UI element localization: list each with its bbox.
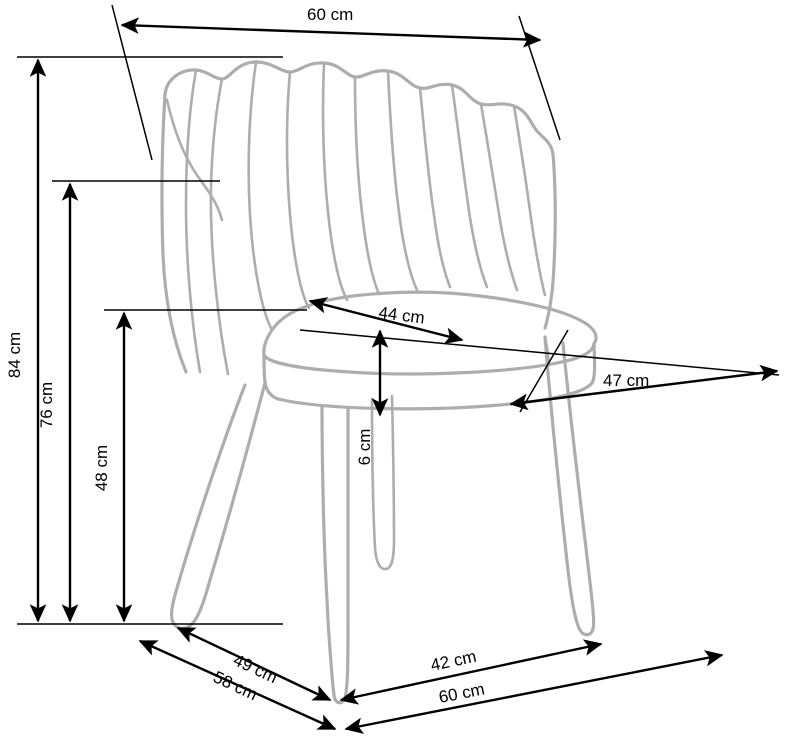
dimension-height-seat: 48 cm [92,309,307,623]
chair-legs [170,335,596,705]
label-height-total: 84 cm [5,332,24,378]
dimension-height-back: 76 cm [37,180,220,623]
label-height-back: 76 cm [37,382,56,428]
dimension-seat-width: 44 cm [308,297,464,344]
label-base-right-inner: 42 cm [429,647,478,675]
backrest-shell [160,60,557,374]
chair-illustration [160,60,598,705]
label-seat-depth: 47 cm [603,371,649,390]
dimension-seat-thickness: 6 cm [355,329,389,466]
dimension-height-total: 84 cm [5,56,283,625]
backrest-left-wing [165,98,224,222]
label-seat-thickness: 6 cm [355,429,374,466]
dimension-base-right-outer: 60 cm [344,650,724,734]
label-top-width: 60 cm [307,5,353,24]
label-height-seat: 48 cm [92,445,111,491]
dimension-seat-depth: 47 cm [299,329,780,413]
dimension-top-width: 60 cm [111,4,561,161]
label-seat-width: 44 cm [378,303,426,328]
backrest-channel-lines [184,60,547,376]
